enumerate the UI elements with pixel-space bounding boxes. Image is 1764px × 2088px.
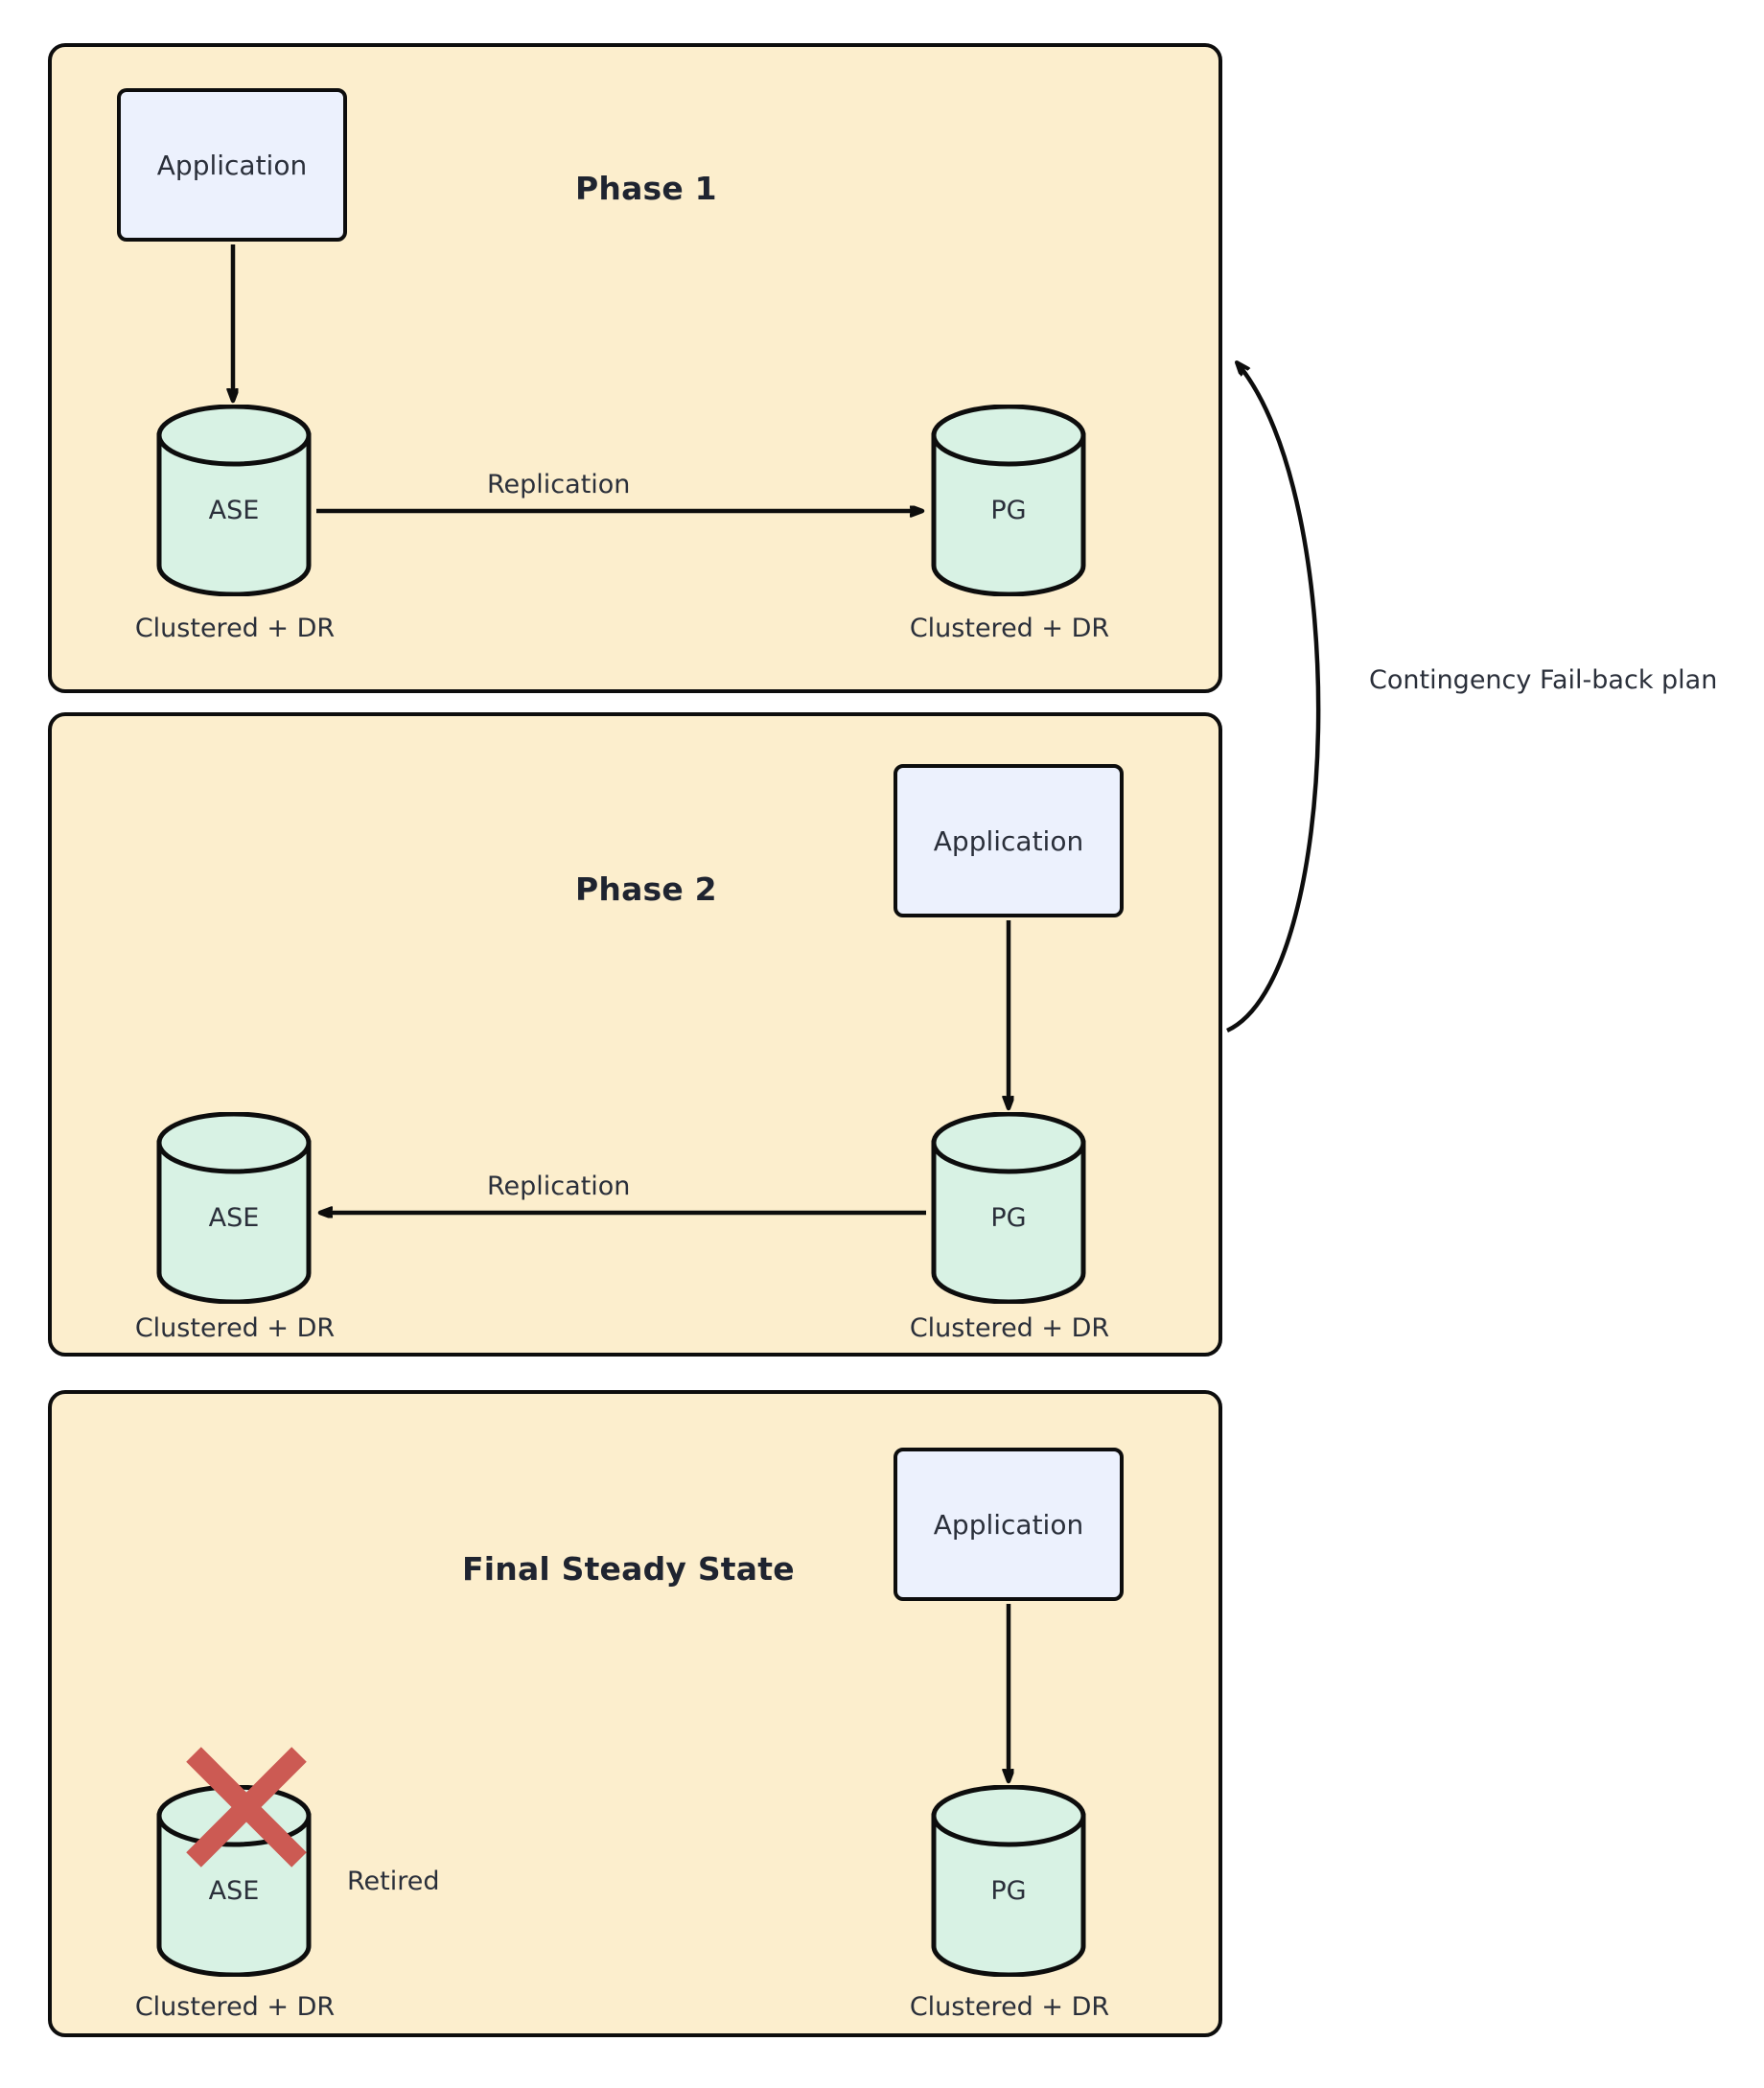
phase-2-title: Phase 2 (575, 870, 717, 908)
final-steady-state-title: Final Steady State (462, 1550, 795, 1588)
final-ase-database[interactable]: ASE (153, 1785, 314, 1977)
contingency-failback-label: Contingency Fail-back plan (1369, 665, 1718, 695)
phase-2-pg-caption: Clustered + DR (909, 1313, 1110, 1343)
phase-1-ase-database[interactable]: ASE (153, 405, 314, 596)
phase-2-application-box[interactable]: Application (894, 764, 1124, 917)
phase-2-ase-database[interactable]: ASE (153, 1112, 314, 1304)
final-pg-database[interactable]: PG (928, 1785, 1089, 1977)
phase-2-pg-database[interactable]: PG (928, 1112, 1089, 1304)
phase-1-pg-caption: Clustered + DR (909, 614, 1110, 643)
final-ase-status: Retired (347, 1867, 440, 1896)
final-application-box[interactable]: Application (894, 1448, 1124, 1601)
phase-2-replication-label: Replication (487, 1172, 631, 1201)
contingency-failback-arrow (1226, 362, 1321, 1033)
phase-2-ase-caption: Clustered + DR (134, 1313, 336, 1343)
phase-1-application-box[interactable]: Application (117, 88, 347, 242)
final-pg-caption: Clustered + DR (909, 1992, 1110, 2022)
phase-1-replication-label: Replication (487, 470, 631, 499)
phase-1-title: Phase 1 (575, 170, 717, 207)
phase-2-application-label: Application (933, 824, 1084, 857)
final-ase-caption: Clustered + DR (134, 1992, 336, 2022)
phase-1-ase-caption: Clustered + DR (134, 614, 336, 643)
phase-1-application-label: Application (156, 149, 308, 181)
final-application-label: Application (933, 1508, 1084, 1541)
phase-1-pg-database[interactable]: PG (928, 405, 1089, 596)
